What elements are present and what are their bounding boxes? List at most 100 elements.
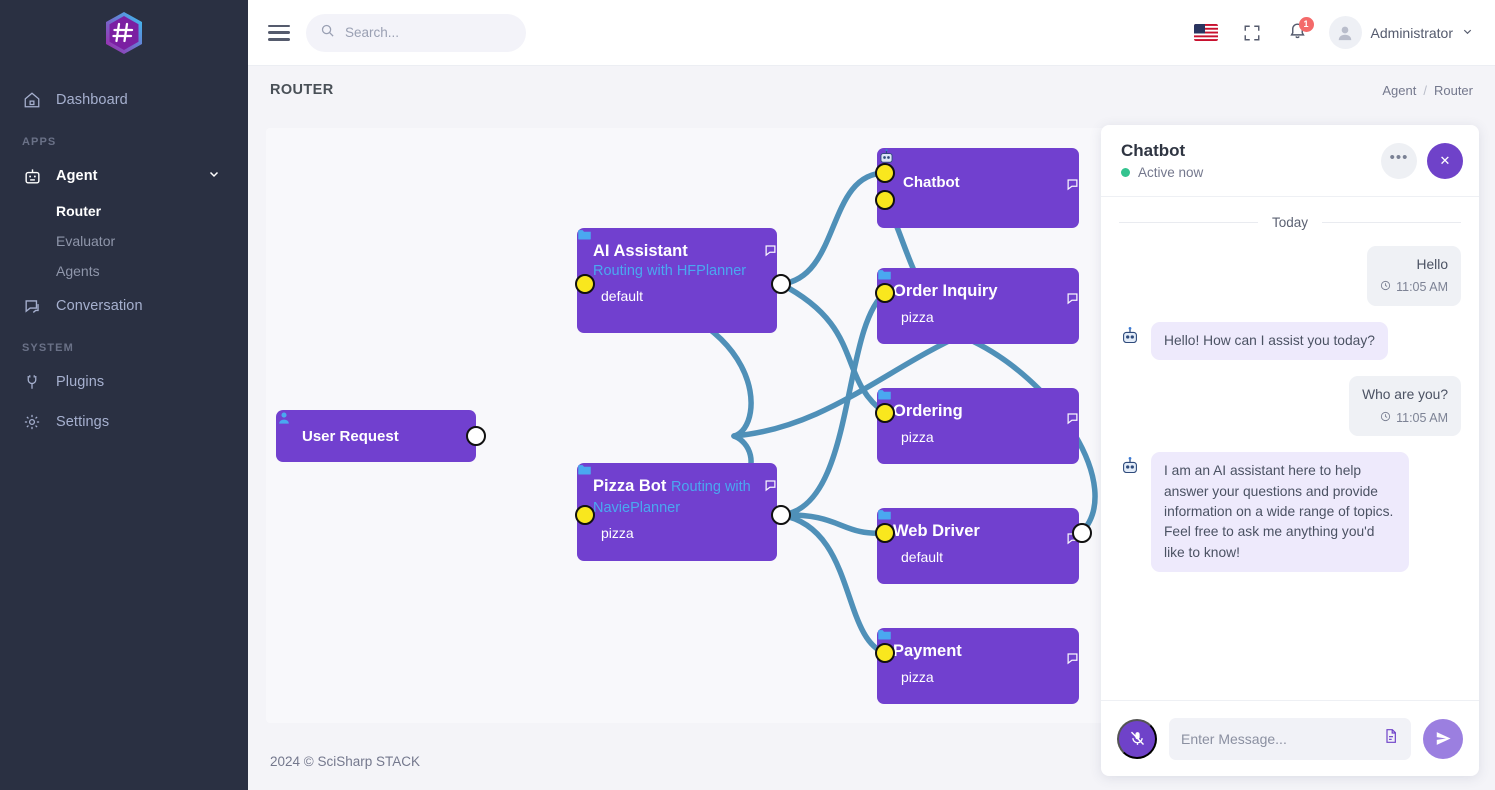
chat-message-outgoing: Who are you? 11:05 AM bbox=[1119, 376, 1461, 437]
chat-header-actions: ••• ✕ bbox=[1381, 142, 1463, 179]
hash-hexagon-logo-icon bbox=[103, 10, 145, 56]
flow-port-out-user-request[interactable] bbox=[466, 426, 486, 446]
flow-node-user-request[interactable]: User Request bbox=[276, 410, 476, 462]
topbar-right: 1 Administrator bbox=[1183, 10, 1473, 56]
flow-port-in-web-driver[interactable] bbox=[875, 523, 895, 543]
flow-node-tag-label: pizza bbox=[901, 308, 934, 325]
chevron-down-icon[interactable] bbox=[208, 168, 220, 184]
sidebar-item-label: Plugins bbox=[56, 374, 105, 390]
chat-bubble: Who are you? 11:05 AM bbox=[1349, 376, 1461, 437]
clock-icon bbox=[1380, 409, 1391, 428]
notifications-button[interactable]: 1 bbox=[1275, 10, 1321, 56]
divider bbox=[1119, 222, 1258, 223]
sidebar-item-label: Dashboard bbox=[56, 92, 128, 108]
sidebar-item-dashboard[interactable]: Dashboard bbox=[0, 80, 248, 120]
flow-node-tag-label: default bbox=[901, 548, 944, 565]
breadcrumb-router: Router bbox=[1433, 82, 1473, 98]
flow-node-tag-label: default bbox=[601, 287, 644, 304]
clock-icon bbox=[1380, 278, 1391, 297]
ellipsis-icon[interactable]: ••• bbox=[1381, 142, 1417, 179]
divider bbox=[1322, 222, 1461, 223]
chat-panel: Chatbot Active now ••• ✕ Today bbox=[1101, 125, 1479, 776]
plug-icon bbox=[22, 372, 42, 392]
sidebar-section-system: SYSTEM bbox=[22, 342, 74, 354]
flow-port-in-chatbot-2[interactable] bbox=[875, 190, 895, 210]
breadcrumb-agent[interactable]: Agent bbox=[1382, 82, 1417, 98]
flow-port-out-web-driver[interactable] bbox=[1072, 523, 1092, 543]
message-input[interactable] bbox=[1181, 730, 1375, 747]
search-box[interactable] bbox=[306, 13, 526, 52]
sidebar-item-router[interactable]: Router bbox=[56, 203, 102, 219]
chat-status: Active now bbox=[1121, 165, 1203, 180]
search-icon bbox=[320, 23, 335, 43]
chat-icon bbox=[22, 296, 42, 316]
flow-node-tag: default bbox=[578, 230, 761, 304]
page-header: ROUTER Agent / Router bbox=[248, 66, 1495, 114]
brand-logo[interactable] bbox=[0, 0, 248, 66]
sidebar-item-plugins[interactable]: Plugins bbox=[0, 362, 248, 402]
flow-port-in-payment[interactable] bbox=[875, 643, 895, 663]
flow-node-chatbot[interactable]: Chatbot bbox=[877, 148, 1079, 228]
chat-message-text: Who are you? bbox=[1362, 387, 1448, 403]
topbar: 1 Administrator bbox=[248, 0, 1495, 66]
sidebar-item-agents[interactable]: Agents bbox=[56, 263, 100, 279]
flow-node-title: Ordering bbox=[893, 402, 963, 420]
sidebar-item-settings[interactable]: Settings bbox=[0, 402, 248, 442]
flow-node-order-inquiry[interactable]: Order Inquiry pizza bbox=[877, 268, 1079, 344]
chat-bubble: Hello! How can I assist you today? bbox=[1151, 321, 1388, 361]
flow-node-pizza-bot[interactable]: Pizza Bot Routing with NaviePlanner pizz… bbox=[577, 463, 777, 561]
flow-port-out-ai-assistant[interactable] bbox=[771, 274, 791, 294]
flow-node-tag: pizza bbox=[878, 270, 1063, 325]
flow-port-in-chatbot-1[interactable] bbox=[875, 163, 895, 183]
flow-port-out-pizza-bot[interactable] bbox=[771, 505, 791, 525]
chat-header: Chatbot Active now ••• ✕ bbox=[1101, 125, 1479, 197]
flow-port-in-pizza-bot[interactable] bbox=[575, 505, 595, 525]
bot-avatar-icon bbox=[1119, 326, 1141, 348]
flow-port-in-ai-assistant[interactable] bbox=[575, 274, 595, 294]
sidebar: Dashboard APPS Agent R bbox=[0, 0, 248, 790]
sidebar-item-agent[interactable]: Agent bbox=[0, 156, 248, 196]
flow-port-in-ordering[interactable] bbox=[875, 403, 895, 423]
flow-node-title: Pizza Bot Routing with NaviePlanner bbox=[593, 476, 761, 518]
file-icon[interactable] bbox=[1383, 728, 1399, 749]
hamburger-icon[interactable] bbox=[268, 24, 290, 41]
flow-node-tag-label: pizza bbox=[901, 428, 934, 445]
sidebar-item-evaluator[interactable]: Evaluator bbox=[56, 233, 116, 249]
chat-message-time: 11:05 AM bbox=[1362, 409, 1448, 428]
close-icon[interactable]: ✕ bbox=[1427, 142, 1463, 179]
flow-node-title: AI Assistant bbox=[593, 242, 688, 260]
day-separator-label: Today bbox=[1271, 215, 1309, 230]
sidebar-item-label: Conversation bbox=[56, 298, 143, 314]
notification-badge: 1 bbox=[1298, 16, 1314, 32]
chat-message-outgoing: Hello 11:05 AM bbox=[1119, 246, 1461, 306]
flow-node-ai-assistant[interactable]: AI Assistant Routing with HFPlanner defa… bbox=[577, 228, 777, 333]
search-input[interactable] bbox=[345, 25, 505, 40]
chat-message-text: Hello bbox=[1416, 257, 1448, 272]
chat-bubble: Hello 11:05 AM bbox=[1367, 246, 1461, 306]
send-icon[interactable] bbox=[1423, 718, 1463, 759]
flow-node-subtitle: Routing with HFPlanner bbox=[593, 262, 747, 279]
flow-node-tag-label: pizza bbox=[901, 668, 934, 685]
sidebar-item-label: Settings bbox=[56, 414, 110, 430]
user-menu[interactable]: Administrator bbox=[1321, 16, 1473, 49]
avatar bbox=[1328, 16, 1362, 49]
chat-status-label: Active now bbox=[1138, 165, 1204, 180]
sidebar-item-label: Agent bbox=[56, 168, 98, 184]
sidebar-nav: Dashboard APPS Agent R bbox=[0, 66, 248, 442]
fullscreen-icon[interactable] bbox=[1229, 10, 1275, 56]
language-selector[interactable] bbox=[1183, 10, 1229, 56]
chat-messages: Today Hello 11:05 AM bbox=[1101, 197, 1479, 700]
breadcrumb-separator: / bbox=[1423, 82, 1427, 98]
chat-message-time-label: 11:05 AM bbox=[1396, 280, 1448, 295]
chevron-down-icon bbox=[1462, 24, 1473, 42]
chat-message-incoming: Hello! How can I assist you today? bbox=[1119, 321, 1461, 361]
flow-node-web-driver[interactable]: Web Driver default bbox=[877, 508, 1079, 584]
message-input-wrapper[interactable] bbox=[1169, 717, 1411, 760]
flow-node-subtitle: Routing with NaviePlanner bbox=[593, 479, 751, 516]
sidebar-item-conversation[interactable]: Conversation bbox=[0, 286, 248, 326]
flow-node-ordering[interactable]: Ordering pizza bbox=[877, 388, 1079, 464]
chat-message-incoming: I am an AI assistant here to help answer… bbox=[1119, 452, 1461, 573]
mic-muted-icon[interactable] bbox=[1117, 718, 1157, 759]
flow-node-payment[interactable]: Payment pizza bbox=[877, 628, 1079, 704]
flow-port-in-order-inquiry[interactable] bbox=[875, 283, 895, 303]
